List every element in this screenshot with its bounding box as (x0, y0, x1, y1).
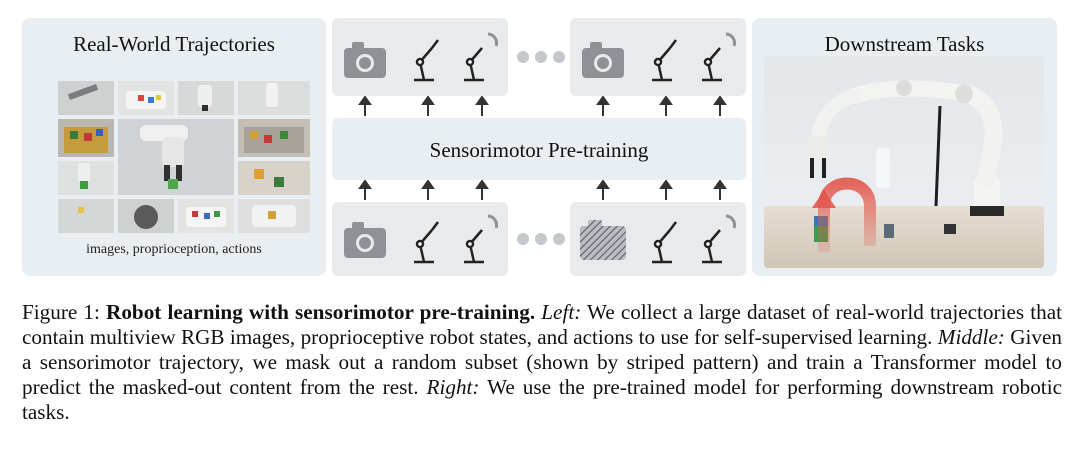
camera-icon (582, 42, 624, 78)
token-group-top-right (570, 18, 746, 96)
robot-arm-icon (652, 221, 677, 264)
right-panel-title: Downstream Tasks (824, 32, 985, 56)
ellipsis-icon (517, 233, 565, 245)
token-group-bottom-left (332, 202, 508, 276)
output-arrows (358, 96, 727, 116)
caption-middle-text: Given a sensorimotor trajectory, we mask… (22, 325, 1063, 399)
robot-gripper-rotate-icon (464, 214, 498, 264)
caption-right-label: Right: (426, 375, 480, 399)
camera-icon (344, 222, 386, 258)
figure-label: Figure 1: (22, 300, 100, 324)
caption-left-text: We collect a large dataset of real-world… (22, 300, 1062, 349)
caption-middle-label: Middle: (937, 325, 1005, 349)
robot-arm-icon (414, 221, 439, 264)
trajectory-image-grid (58, 81, 310, 233)
robot-arm-icon (652, 39, 677, 82)
camera-icon (344, 42, 386, 78)
trajectory-photos (58, 81, 310, 233)
sensorimotor-pretraining-block: Sensorimotor Pre-training (332, 118, 746, 180)
caption-left-label: Left: (541, 300, 582, 324)
figure-caption: Figure 1: Robot learning with sensorimot… (22, 300, 1062, 425)
figure-bold-title: Robot learning with sensorimotor pre-tra… (106, 300, 536, 324)
left-panel-caption: images, proprioception, actions (86, 242, 262, 257)
left-panel-title: Real-World Trajectories (73, 32, 275, 56)
masked-camera-icon (580, 220, 626, 260)
real-world-trajectories-panel: Real-World Trajectories (22, 18, 326, 276)
pretraining-label: Sensorimotor Pre-training (429, 138, 649, 162)
token-group-bottom-right (570, 202, 746, 276)
robot-arm-icon (414, 39, 439, 82)
caption-right-text: We use the pre-trained model for perform… (22, 375, 1062, 424)
robot-gripper-rotate-icon (702, 214, 736, 264)
input-arrows (358, 180, 727, 200)
robot-task-photo (764, 56, 1044, 268)
robot-gripper-rotate-icon (702, 32, 736, 82)
token-group-top-left (332, 18, 508, 96)
robot-gripper-rotate-icon (464, 32, 498, 82)
ellipsis-icon (517, 51, 565, 63)
